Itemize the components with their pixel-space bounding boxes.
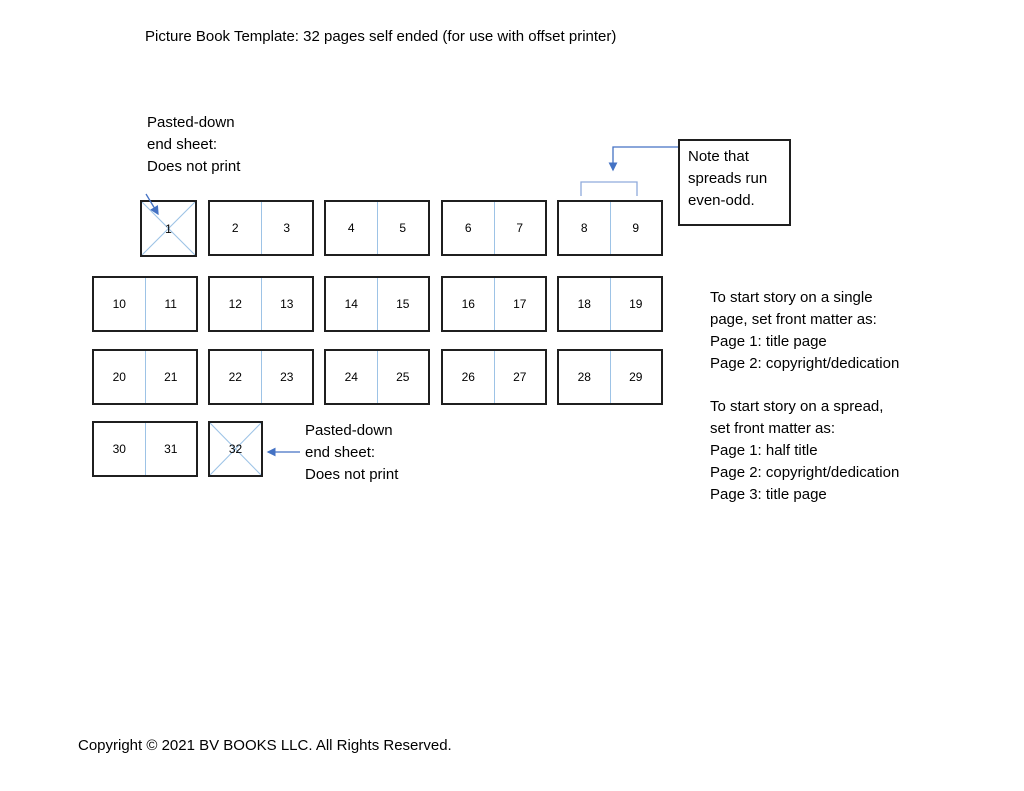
- page-number: 12: [228, 297, 242, 311]
- page-number: 20: [112, 370, 126, 384]
- page-number: 26: [461, 370, 475, 384]
- spread-gutter-line: [376, 351, 378, 403]
- spread-4-5: 4 5: [324, 200, 430, 256]
- end-sheet-page-1: 1: [140, 200, 197, 257]
- end-sheet-page-32: 32: [208, 421, 263, 477]
- spread-14-15: 14 15: [324, 276, 430, 332]
- page-number: 7: [516, 221, 524, 235]
- spread-gutter-line: [609, 202, 611, 254]
- note-box: Note that spreads run even-odd.: [678, 139, 791, 226]
- page-number: 6: [464, 221, 472, 235]
- page-number: 10: [112, 297, 126, 311]
- spread-2-3: 2 3: [208, 200, 314, 256]
- page-number: 14: [344, 297, 358, 311]
- spread-gutter-line: [493, 202, 495, 254]
- front-matter-single-page-text: To start story on a single page, set fro…: [710, 289, 900, 372]
- note-connector-arrow: [608, 146, 678, 172]
- page-number: 24: [344, 370, 358, 384]
- spread-gutter-line: [144, 278, 146, 330]
- page-number: 1: [165, 221, 172, 236]
- spread-gutter-line: [493, 351, 495, 403]
- page-number: 19: [629, 297, 643, 311]
- bottom-end-sheet-annotation: Pasted-down end sheet: Does not print: [305, 422, 399, 483]
- page-title: Picture Book Template: 32 pages self end…: [145, 28, 617, 45]
- page-number: 11: [164, 297, 177, 311]
- page-number: 2: [231, 221, 239, 235]
- page-number: 23: [280, 370, 294, 384]
- page-number: 22: [228, 370, 242, 384]
- spread-10-11: 10 11: [92, 276, 198, 332]
- spread-8-9-bracket: [580, 181, 638, 196]
- spread-gutter-line: [493, 278, 495, 330]
- page-number: 9: [632, 221, 640, 235]
- spread-28-29: 28 29: [557, 349, 663, 405]
- spread-22-23: 22 23: [208, 349, 314, 405]
- page-number: 16: [461, 297, 475, 311]
- page-number: 17: [513, 297, 527, 311]
- spread-12-13: 12 13: [208, 276, 314, 332]
- spread-16-17: 16 17: [441, 276, 547, 332]
- page-number: 5: [399, 221, 407, 235]
- page-number: 21: [164, 370, 178, 384]
- page-number: 4: [347, 221, 355, 235]
- spread-gutter-line: [376, 202, 378, 254]
- page-number: 13: [280, 297, 294, 311]
- spread-gutter-line: [609, 278, 611, 330]
- page-number: 8: [580, 221, 588, 235]
- spread-gutter-line: [260, 202, 262, 254]
- page-number: 27: [513, 370, 527, 384]
- top-end-sheet-annotation: Pasted-down end sheet: Does not print: [147, 114, 241, 175]
- page-number: 28: [577, 370, 591, 384]
- spread-8-9: 8 9: [557, 200, 663, 256]
- x-mark-icon: [210, 423, 261, 475]
- note-box-text: Note that spreads run even-odd.: [688, 148, 768, 209]
- copyright-footer: Copyright © 2021 BV BOOKS LLC. All Right…: [78, 737, 452, 754]
- page-number: 3: [283, 221, 291, 235]
- spread-gutter-line: [144, 351, 146, 403]
- spread-30-31: 30 31: [92, 421, 198, 477]
- page-number: 18: [577, 297, 591, 311]
- spread-gutter-line: [260, 351, 262, 403]
- page-number: 25: [396, 370, 410, 384]
- page-number: 31: [164, 442, 178, 456]
- spread-gutter-line: [609, 351, 611, 403]
- spread-18-19: 18 19: [557, 276, 663, 332]
- page-number: 30: [112, 442, 126, 456]
- spread-gutter-line: [144, 423, 146, 475]
- spread-gutter-line: [376, 278, 378, 330]
- spread-20-21: 20 21: [92, 349, 198, 405]
- page-number: 32: [228, 442, 243, 456]
- spread-gutter-line: [260, 278, 262, 330]
- spread-6-7: 6 7: [441, 200, 547, 256]
- page-number: 15: [396, 297, 410, 311]
- spread-26-27: 26 27: [441, 349, 547, 405]
- front-matter-spread-text: To start story on a spread, set front ma…: [710, 398, 900, 503]
- page-number: 29: [629, 370, 643, 384]
- spread-24-25: 24 25: [324, 349, 430, 405]
